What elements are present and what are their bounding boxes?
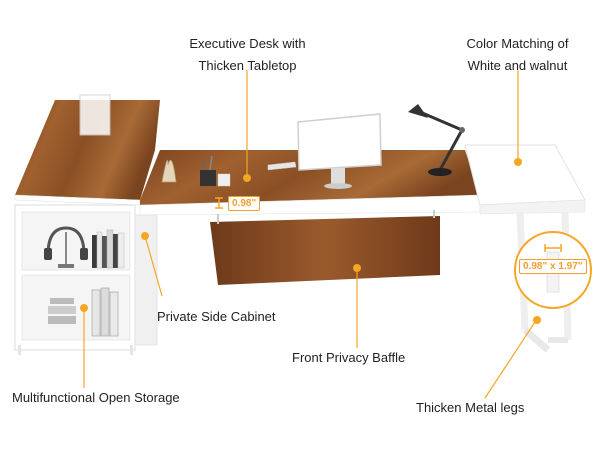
privacy-baffle-label: Front Privacy Baffle [292,350,406,365]
mug [217,173,231,187]
color-matching-line-1: Color Matching of [466,36,569,51]
sculpture-decor [161,159,177,183]
privacy-baffle-board [210,216,440,285]
callout-dot [141,232,149,240]
desk-lamp-icon [408,104,465,176]
white-extension-top [464,144,586,206]
file-holder-icon [48,287,119,337]
executive-desk-line-1: Executive Desk with [189,36,306,51]
book-icon [92,229,125,269]
white-extension-edge [479,199,586,215]
leader-private-cabinet [144,235,163,297]
color-matching-label: Color Matching of White and walnut [440,33,595,77]
private-cabinet-label: Private Side Cabinet [157,309,276,324]
pen-cup [200,170,216,186]
tabletop-thickness-badge: 0.98" [228,196,261,211]
callout-dot [514,158,522,166]
monitor-icon [297,113,382,189]
cabinet-leg [130,345,133,355]
callout-dot [353,264,361,272]
callout-dot [80,304,88,312]
open-storage-label: Multifunctional Open Storage [12,390,180,405]
metal-legs-label: Thicken Metal legs [416,400,525,415]
main-tabletop [140,150,480,208]
side-tabletop [15,100,160,200]
leg-size-badge: 0.98" x 1.97" [519,259,587,274]
executive-desk-line-2: Thicken Tabletop [198,58,297,73]
callout-dot [243,174,251,182]
callout-dot [533,316,541,324]
keyboard [267,161,297,171]
headphones-icon [44,226,88,268]
acrylic-stand [79,94,111,136]
cabinet-leg [18,345,21,355]
leader-metal-legs [484,321,536,399]
executive-desk-label: Executive Desk with Thicken Tabletop [160,33,335,77]
color-matching-line-2: White and walnut [467,58,568,73]
